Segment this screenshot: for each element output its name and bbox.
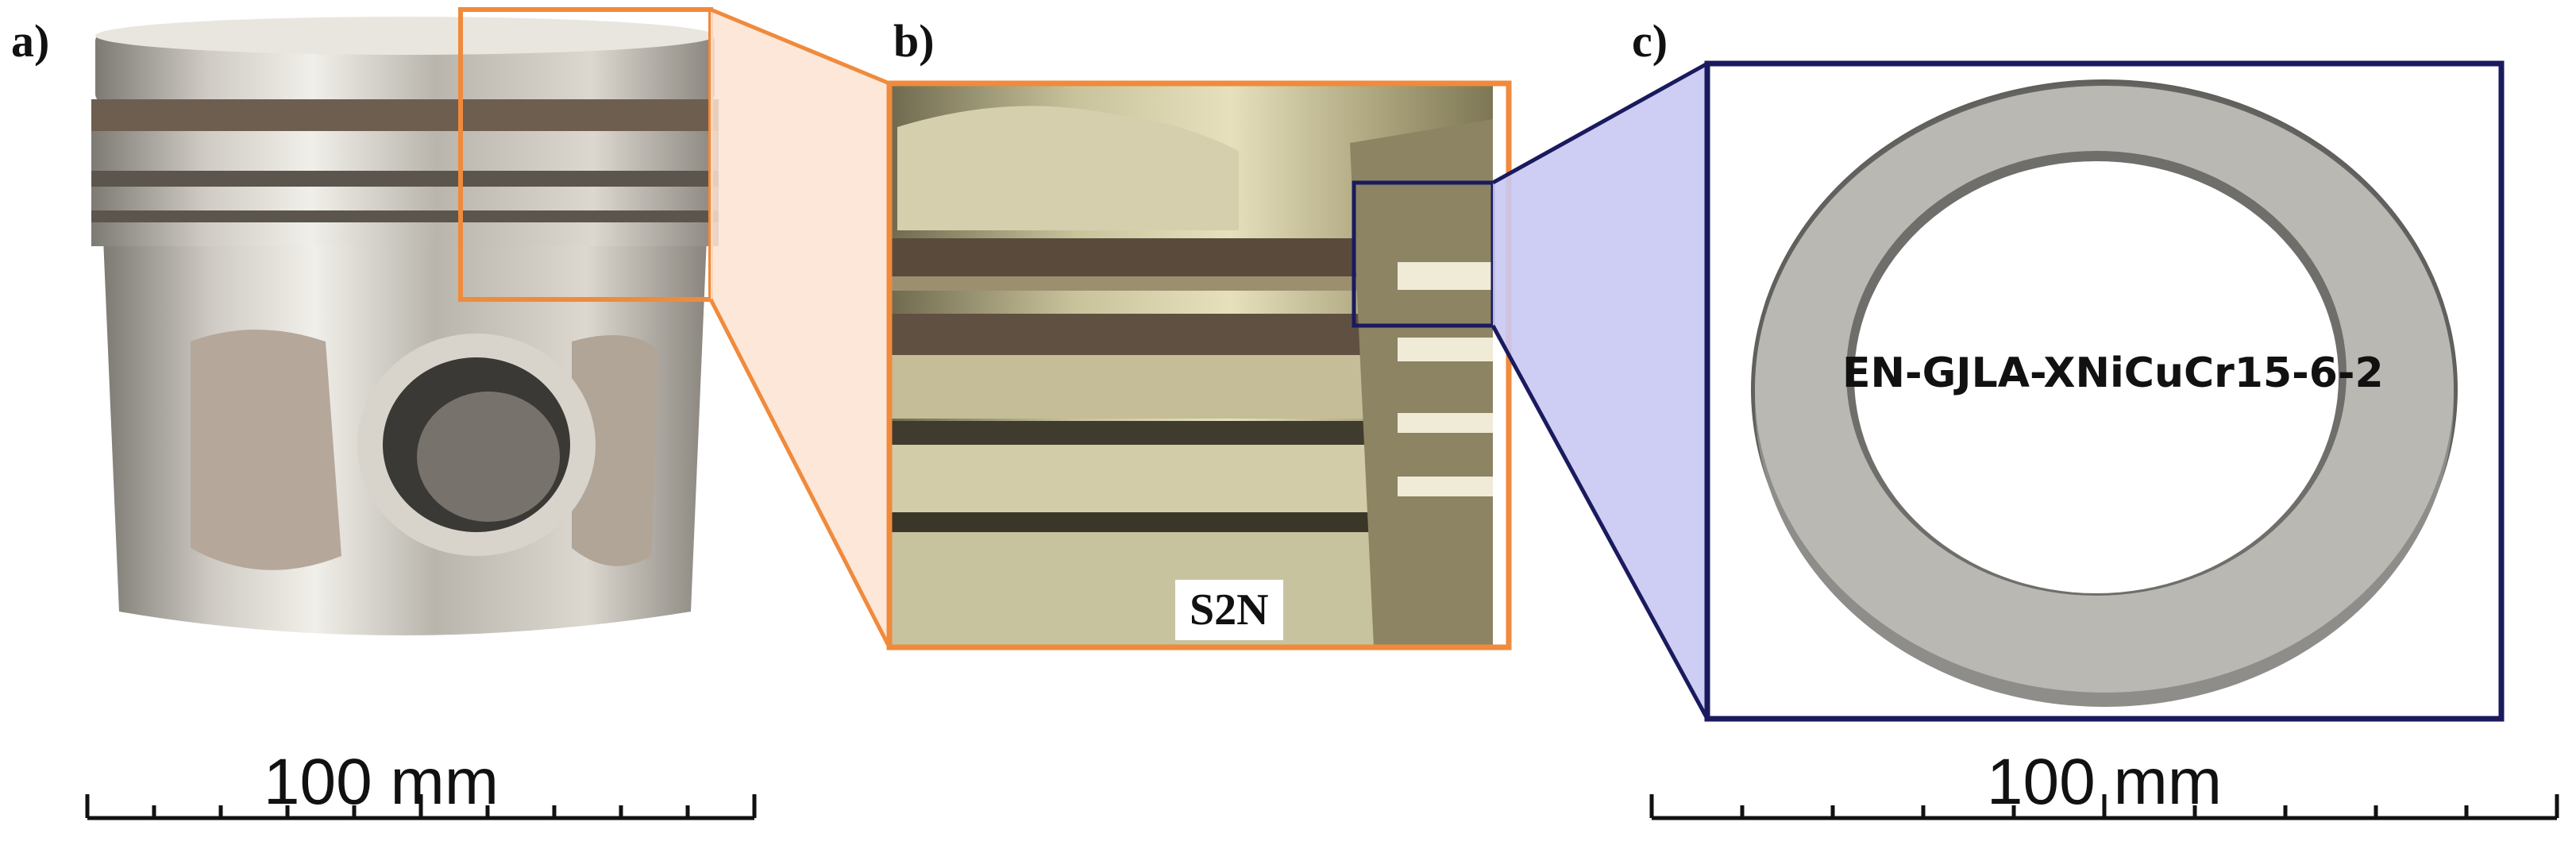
piston-photo (91, 7, 719, 635)
zoom-connector-navy (1493, 64, 1707, 719)
material-designation-label: EN-GJLA-XNiCuCr15-6-2 (1842, 349, 2384, 397)
zoom-connector-orange (711, 10, 889, 647)
ring-specimen-photo (1704, 60, 2505, 722)
scale-bar-right (1649, 794, 2559, 820)
zoom-photo-s2n (886, 80, 1512, 650)
panel-label-b: b) (893, 15, 935, 67)
scale-bar-label-left: 100 mm (263, 746, 499, 818)
scale-bar-left (85, 794, 757, 820)
panel-label-c: c) (1632, 15, 1668, 67)
scale-bar-label-right: 100 mm (1986, 746, 2223, 818)
panel-label-a: a) (11, 15, 50, 67)
sample-tag-s2n: S2N (1175, 580, 1283, 640)
